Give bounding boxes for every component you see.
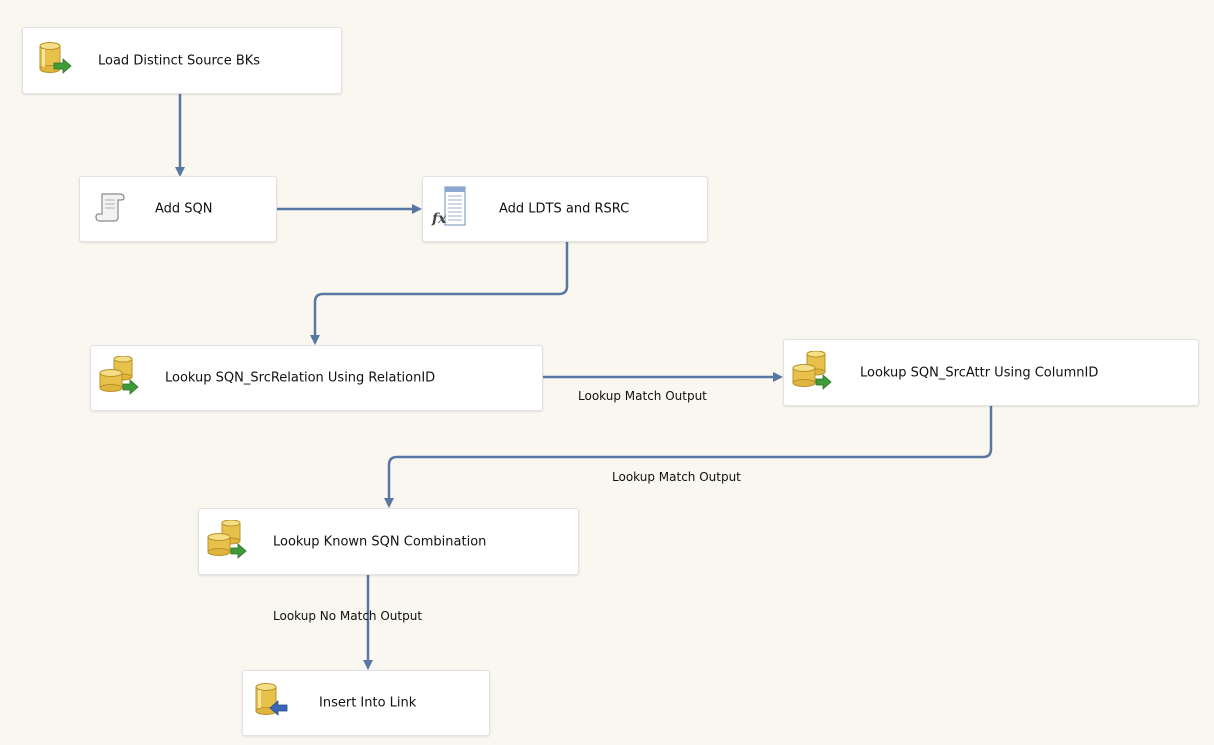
task-label: Insert Into Link bbox=[319, 695, 417, 711]
svg-text:fx: fx bbox=[431, 211, 447, 227]
task-label: Lookup SQN_SrcRelation Using RelationID bbox=[165, 370, 436, 386]
database-source-icon bbox=[37, 41, 73, 81]
database-destination-icon bbox=[253, 682, 289, 724]
task-label: Lookup Known SQN Combination bbox=[273, 534, 487, 549]
task-lookup-sqn-srcrelation[interactable]: Lookup SQN_SrcRelation Using RelationID bbox=[90, 345, 543, 411]
task-label: Add LDTS and RSRC bbox=[499, 201, 630, 217]
derived-column-icon: fx bbox=[431, 185, 467, 233]
flow-label-lookup-no-match-output: Lookup No Match Output bbox=[273, 609, 423, 623]
task-label: Add SQN bbox=[155, 201, 213, 217]
flow-label-lookup-match-output: Lookup Match Output bbox=[578, 389, 707, 403]
flow-addldts-to-lookup-relation[interactable] bbox=[310, 242, 569, 345]
lookup-icon bbox=[205, 519, 249, 564]
script-icon bbox=[94, 190, 128, 228]
lookup-icon bbox=[790, 350, 834, 395]
task-label: Lookup SQN_SrcAttr Using ColumnID bbox=[860, 365, 1099, 380]
flow-label-lookup-match-output: Lookup Match Output bbox=[612, 470, 741, 484]
task-load-distinct-source-bks[interactable]: Load Distinct Source BKs bbox=[22, 27, 342, 94]
task-lookup-sqn-srcattr[interactable]: Lookup SQN_SrcAttr Using ColumnID bbox=[783, 339, 1199, 406]
task-add-sqn[interactable]: Add SQN bbox=[79, 176, 277, 242]
task-add-ldts-and-rsrc[interactable]: fx Add LDTS and RSRC bbox=[422, 176, 708, 242]
flow-lookup-attr-to-lookup-known[interactable] bbox=[384, 406, 993, 508]
task-insert-into-link[interactable]: Insert Into Link bbox=[242, 670, 490, 736]
task-label: Load Distinct Source BKs bbox=[98, 53, 261, 68]
task-lookup-known-sqn-combination[interactable]: Lookup Known SQN Combination bbox=[198, 508, 579, 575]
lookup-icon bbox=[97, 355, 141, 400]
